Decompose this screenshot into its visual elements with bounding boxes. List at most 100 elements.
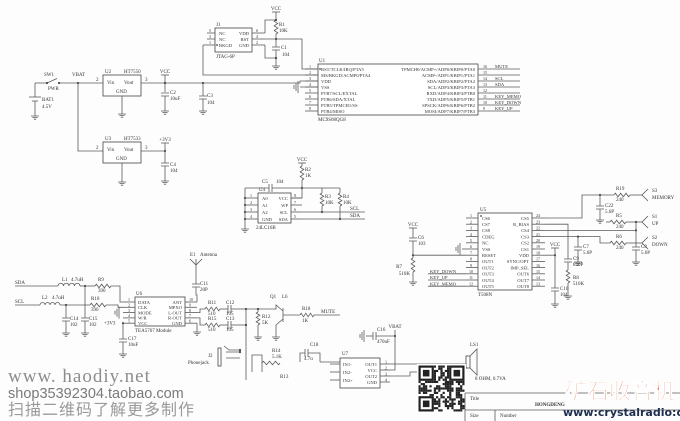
resistor-symbol [94, 283, 112, 289]
mcu-right-pins-6-label: SPSCK/ADP6/KBIP6/PTB2 [422, 103, 476, 108]
tuner-ic-key-down-label: KEY_DOWN [430, 269, 457, 274]
capacitor-symbol [564, 258, 572, 263]
amp-r13-label: R13 [280, 375, 289, 380]
jtag-right-nums-1-label: 4 [256, 34, 258, 39]
radio-left-pins-3-label: W/R [138, 316, 148, 321]
qr-module [436, 380, 439, 384]
power-u2-pin-in-label: 2 [96, 78, 99, 83]
tuner-ic-right-pins-3-label: CS3 [521, 234, 530, 239]
qr-module [436, 391, 439, 394]
qr-module [433, 374, 437, 377]
ground-icon [31, 112, 39, 120]
qr-module [438, 376, 441, 379]
qr-module [436, 400, 439, 403]
junction-dot [238, 350, 242, 354]
radio-right-pins-2-label: L-OUT [168, 310, 182, 315]
qr-module [444, 378, 447, 381]
wire [251, 354, 263, 372]
tuner-ic-left-pins-11-label: OUT5 [482, 284, 494, 289]
watermark-shop: shop35392304.taobao.com [8, 386, 184, 402]
tuner-ic-right-pins-7-label: SYNC/OPT [507, 259, 529, 264]
qr-module [440, 396, 443, 399]
jtag-c1-label: C1 [281, 46, 287, 51]
qr-module [440, 369, 443, 373]
junction-dot [244, 323, 248, 327]
pin1-marker [480, 215, 482, 217]
title-block-size-label-label: Size [470, 414, 479, 419]
title-block-title-label: HONGDENG [535, 403, 565, 408]
qr-module [442, 400, 445, 403]
tuner-ic-left-nums-11-label: 12 [469, 281, 473, 286]
qr-module [460, 407, 463, 410]
resistor-symbol [299, 165, 305, 181]
mcu-ref-label: U1 [319, 59, 326, 64]
eeprom-left-pins-2-label: A2 [262, 210, 268, 215]
qr-module [455, 409, 458, 412]
qr-module [425, 391, 428, 394]
mcu-left-pins-3-label: VSS [321, 85, 330, 90]
radio-r18-val-label: 1K [302, 319, 309, 324]
tuner-ic-c8-label: C8 [641, 245, 647, 250]
capacitor-symbol [574, 246, 582, 251]
radio-right-pins-3-label: R-OUT [168, 316, 182, 321]
ground-icon [193, 328, 201, 336]
radio-c11-val-label: 20P [200, 288, 208, 293]
resistor-symbol [613, 192, 631, 198]
amp-ls1-val-label: 8 OHM, 0.7VA [475, 377, 506, 382]
capacitor-symbol [409, 237, 417, 242]
tuner-ic-c6-label: C6 [418, 236, 424, 241]
tuner-ic-c22-val-label: 5.6P [605, 210, 614, 215]
eeprom-left-nums-0-label: 1 [250, 193, 252, 198]
capacitor-symbol [81, 317, 89, 322]
qr-module [460, 387, 463, 390]
eeprom-left-nums-2-label: 3 [250, 207, 252, 212]
radio-r15-label: R15 [208, 317, 217, 322]
mcu-left-nums-2-label: 3 [309, 76, 311, 81]
qr-module [438, 398, 441, 401]
radio-q1-val-label: L6 [282, 295, 288, 300]
qr-module [438, 389, 441, 392]
qr-module [449, 396, 452, 399]
qr-module [446, 400, 450, 403]
qr-module [462, 400, 465, 403]
qr-module [444, 404, 447, 408]
mcu-right-pins-1-label: ACMP-/ADP1/KBIP1/PTA1 [422, 73, 476, 78]
mcu-left-pins-1-label: MS/BKGD/ACMP0/PTA4 [321, 73, 371, 78]
qr-module [420, 389, 423, 392]
mcu-right-pins-7-label: MOSI/ADP7/KBIP7/PTB3 [425, 109, 476, 114]
tuner-ic-right-pins-6-label: VDD [519, 253, 530, 258]
switch-s1-icon [641, 215, 649, 229]
wire [275, 318, 284, 333]
qr-module [446, 380, 450, 384]
qr-module [440, 372, 443, 375]
mcu-right-pins-5-label: TXD/ADP5/KBIP5/PTB1 [427, 97, 476, 102]
capacitor-symbol [62, 317, 70, 322]
power-u2-vin-label: Vin [107, 81, 115, 86]
power-c4-label: C4 [170, 163, 176, 168]
amp-c16-label: C16 [377, 328, 386, 333]
eeprom-r4-label: R4 [343, 195, 349, 200]
qr-module [438, 404, 441, 408]
amp-right-pins-0-label: OUT1 [365, 362, 377, 367]
radio-antenna-label: Antenna [200, 253, 218, 258]
qr-module [444, 383, 447, 386]
tuner-ic-right-nums-2-label: 22 [536, 226, 540, 231]
qr-module [442, 372, 445, 375]
ground-icon [161, 177, 169, 185]
qr-module [433, 365, 437, 368]
eeprom-right-nums-0-label: 8 [294, 193, 296, 198]
qr-module [436, 407, 439, 410]
qr-module [425, 380, 428, 384]
tuner-ic-vcc2-label: VCC [550, 243, 561, 248]
radio-left-pins-4-label: VCC [138, 321, 147, 326]
tuner-ic-right-pins-2-label: CS4 [521, 228, 530, 233]
tuner-ic-c6-val-label: 103 [418, 242, 426, 247]
jtag-left-pins-1-label: NC [219, 37, 225, 42]
tuner-ic-right-nums-7-label: 17 [536, 257, 540, 262]
eeprom-vcc-label: VCC [297, 158, 308, 163]
amp-right-nums-0-label: 1 [385, 359, 387, 364]
qr-module [429, 385, 432, 388]
eeprom-left-nums-3-label: 4 [250, 214, 252, 219]
qr-module [440, 409, 443, 412]
ground-icon [272, 62, 280, 70]
